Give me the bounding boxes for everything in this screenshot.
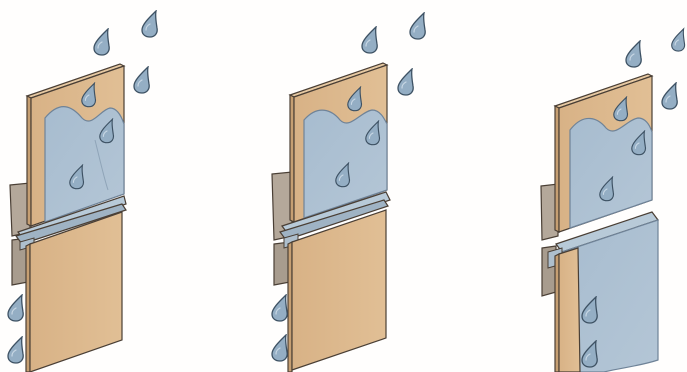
water-drop-icon	[8, 337, 23, 363]
water-drop-icon	[8, 295, 23, 321]
panel-3-lower-board	[555, 248, 580, 372]
water-drop-icon	[410, 13, 425, 39]
water-drop-icon	[142, 11, 157, 37]
water-drop-icon	[672, 29, 685, 51]
water-drop-icon	[626, 41, 641, 67]
water-drop-icon	[662, 83, 677, 109]
water-drop-icon	[94, 29, 109, 55]
panel-2-assembly	[272, 13, 425, 372]
water-drop-icon	[272, 335, 287, 361]
panel-3-assembly	[541, 29, 685, 372]
water-drop-icon	[362, 27, 377, 53]
panel-3-membrane	[570, 118, 652, 228]
water-drop-icon	[134, 67, 149, 93]
water-drop-icon	[398, 69, 413, 95]
panel-1-assembly	[8, 11, 157, 372]
water-drop-icon	[272, 295, 287, 321]
